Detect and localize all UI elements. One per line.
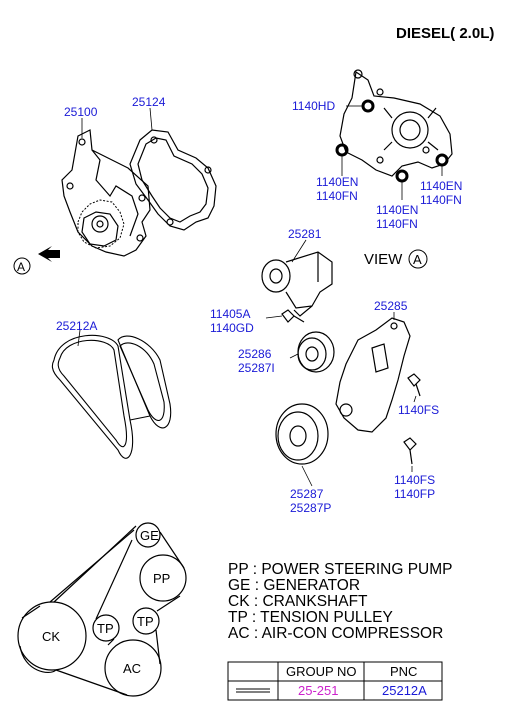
part-1140fn-b: 1140FN — [376, 217, 418, 231]
view-a-housing — [335, 69, 453, 183]
part-1140fp: 1140FP — [394, 487, 435, 501]
part-25286: 25286 — [238, 347, 272, 361]
legend: PP : POWER STEERING PUMP GE : GENERATOR … — [228, 561, 453, 642]
pulley-tp-2: TP — [137, 614, 154, 629]
table-pnc[interactable]: 25212A — [382, 683, 427, 698]
part-1140fn-c: 1140FN — [420, 193, 462, 207]
pulley-ac: AC — [123, 661, 141, 676]
idler-pulley — [297, 331, 335, 373]
part-25281: 25281 — [288, 227, 322, 241]
diagram-title: DIESEL( 2.0L) — [396, 25, 494, 42]
part-1140hd: 1140HD — [292, 99, 335, 113]
leader-lines — [77, 105, 443, 487]
part-11405a: 11405A — [210, 307, 250, 321]
legend-ge: GE : GENERATOR — [228, 577, 360, 594]
belt-routing — [17, 522, 187, 697]
view-direction-arrow — [13, 246, 60, 275]
belt-symbol — [236, 688, 270, 693]
part-25287i: 25287I — [238, 361, 275, 375]
gasket — [129, 129, 217, 231]
pulley-pp: PP — [153, 571, 170, 586]
part-25100: 25100 — [64, 105, 98, 119]
part-1140en-a: 1140EN — [316, 175, 358, 189]
tensioner-assembly — [261, 251, 333, 317]
view-label-marker: A — [413, 252, 422, 267]
part-1140en-b: 1140EN — [376, 203, 418, 217]
part-25212a: 25212A — [56, 319, 97, 333]
part-25124: 25124 — [132, 95, 166, 109]
part-25287p: 25287P — [290, 501, 331, 515]
water-pump — [61, 129, 151, 257]
table-group-no[interactable]: 25-251 — [298, 683, 338, 698]
bolt-1140fs-upper — [407, 373, 421, 397]
part-1140fn-a: 1140FN — [316, 189, 358, 203]
part-1140gd: 1140GD — [210, 321, 254, 335]
part-1140en-c: 1140EN — [420, 179, 462, 193]
legend-pp: PP : POWER STEERING PUMP — [228, 561, 453, 578]
v-ribbed-belt — [51, 334, 172, 459]
pulley-tp-1: TP — [97, 621, 114, 636]
tensioner-bracket — [335, 317, 411, 433]
bolt-11405a — [281, 309, 305, 323]
part-1140fs-b: 1140FS — [394, 473, 435, 487]
table-header-pnc: PNC — [390, 664, 417, 679]
part-25285: 25285 — [374, 299, 408, 313]
view-marker-a: A — [17, 260, 25, 274]
legend-ck: CK : CRANKSHAFT — [228, 593, 368, 610]
pulley-ge: GE — [140, 528, 159, 543]
reference-table — [227, 661, 443, 701]
bolt-1140fs-lower — [403, 437, 417, 465]
legend-ac: AC : AIR-CON COMPRESSOR — [228, 625, 443, 642]
pulley-ck: CK — [42, 629, 60, 644]
view-label: VIEW — [364, 251, 403, 268]
part-1140fs-a: 1140FS — [398, 403, 439, 417]
legend-tp: TP : TENSION PULLEY — [228, 609, 393, 626]
table-header-group-no: GROUP NO — [286, 664, 357, 679]
tension-pulley — [275, 403, 329, 465]
part-25287: 25287 — [290, 487, 324, 501]
